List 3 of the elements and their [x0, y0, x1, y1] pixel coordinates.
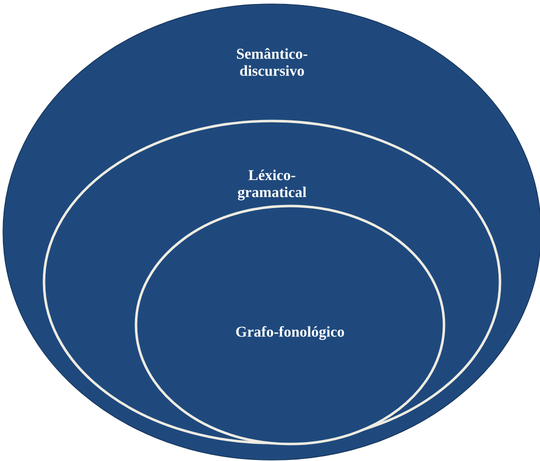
ellipse-label: Semântico- discursivo — [236, 48, 308, 76]
ellipse-label: Léxico- gramatical — [238, 170, 306, 200]
ellipse-label: Grafo-fonológico — [236, 326, 344, 340]
